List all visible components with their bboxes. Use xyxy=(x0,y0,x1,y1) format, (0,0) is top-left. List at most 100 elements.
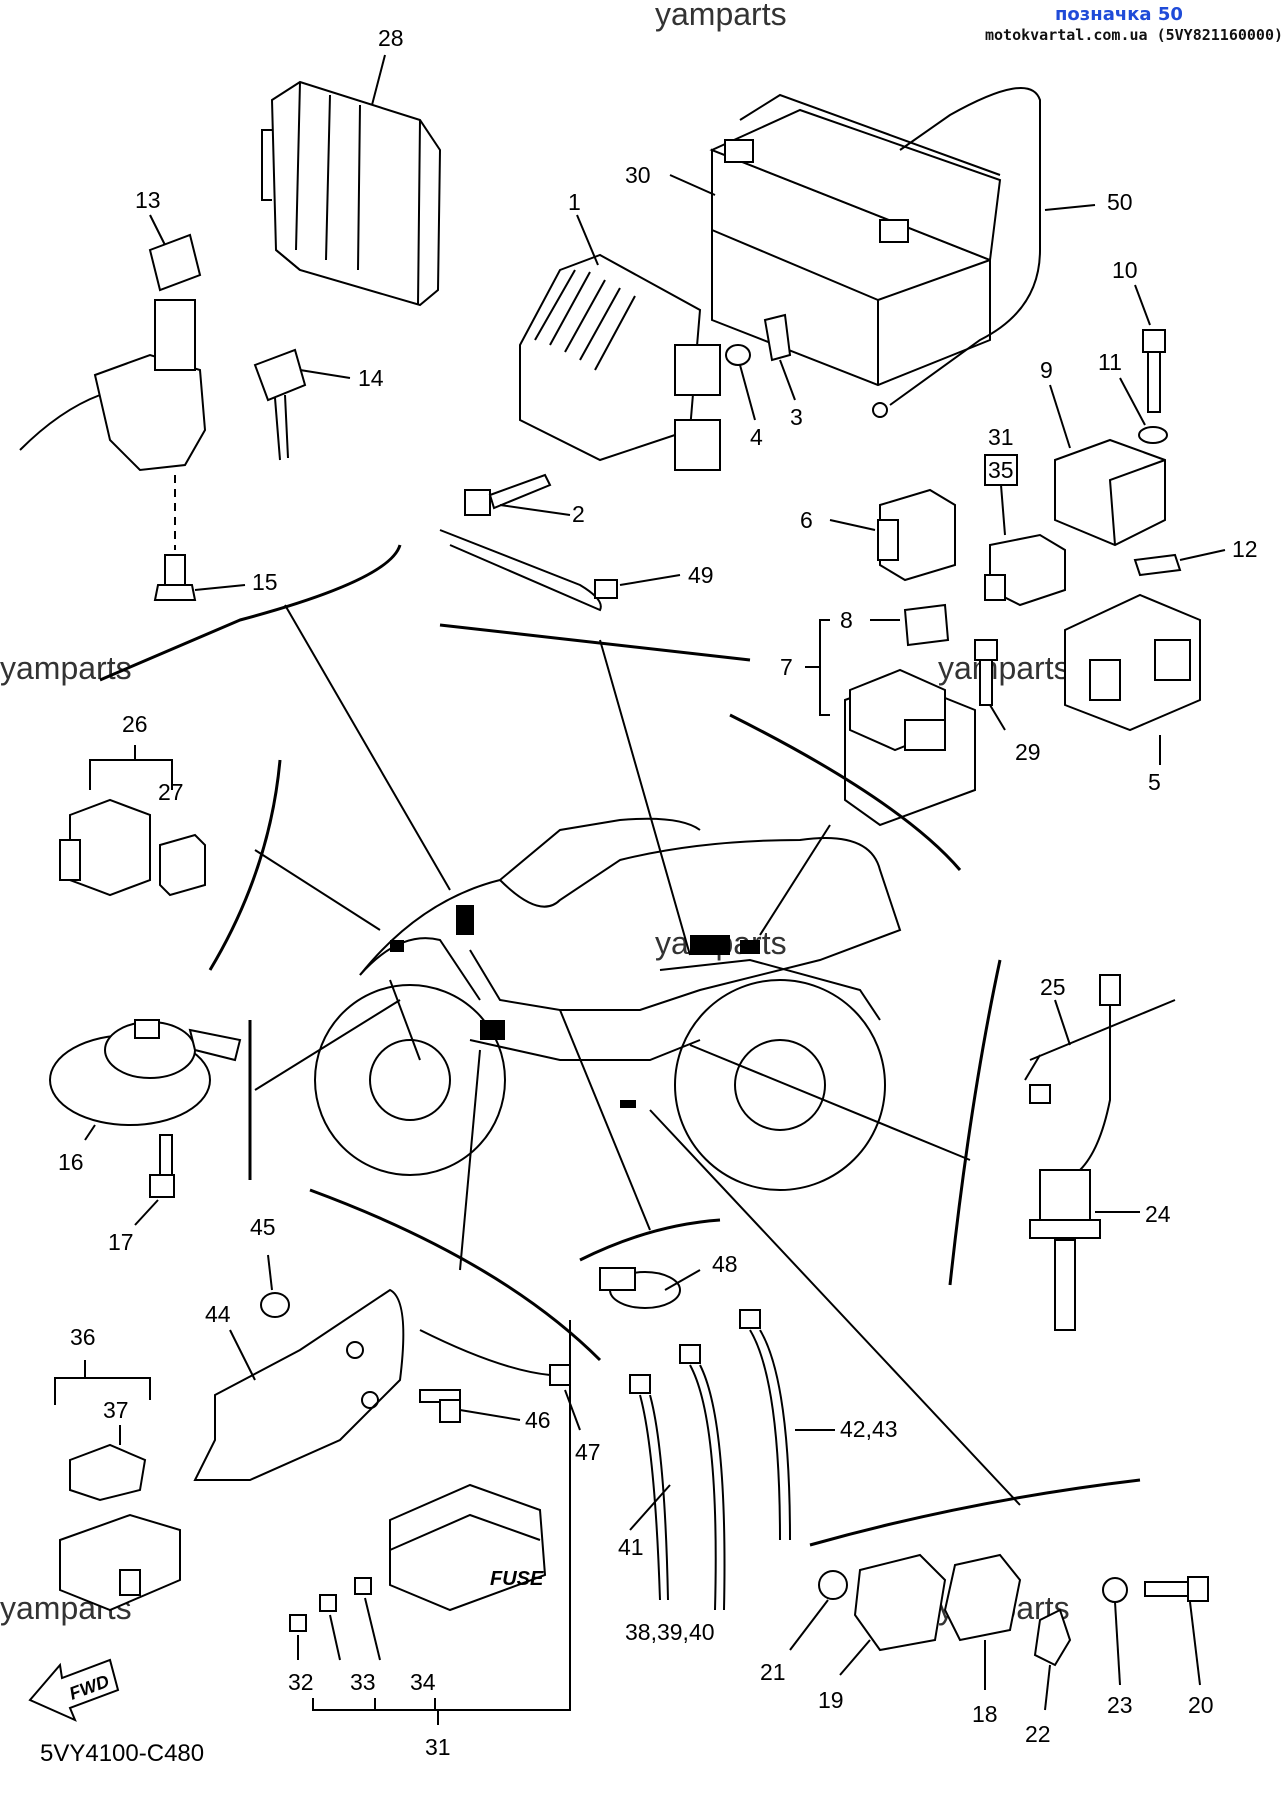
nut-part-21[interactable] xyxy=(818,1570,848,1600)
sensor-part-24[interactable] xyxy=(1029,1169,1101,1331)
callout-8: 8 xyxy=(840,607,853,633)
motorcycle-overview xyxy=(314,817,902,1191)
callout-5: 5 xyxy=(1148,769,1161,795)
callout-10: 10 xyxy=(1112,257,1138,283)
battery-part-30[interactable] xyxy=(709,93,1002,387)
callout-21: 21 xyxy=(760,1659,786,1685)
washer-part-4[interactable] xyxy=(725,344,751,366)
cover-part-22[interactable] xyxy=(1033,1608,1072,1667)
callout-1: 1 xyxy=(568,189,581,215)
callout-25: 25 xyxy=(1040,974,1066,1000)
clip-part-3[interactable] xyxy=(763,313,792,362)
callout-22: 22 xyxy=(1025,1721,1051,1747)
callout-9: 9 xyxy=(1040,357,1053,383)
callout-49: 49 xyxy=(688,562,714,588)
bolt-part-29[interactable] xyxy=(974,639,998,706)
cover-part-27[interactable] xyxy=(159,833,206,897)
wire-part-47[interactable] xyxy=(419,1329,551,1376)
watermark-right: yamparts xyxy=(938,650,1070,686)
fuse-part-33[interactable] xyxy=(319,1594,337,1612)
callout-7: 7 xyxy=(780,654,793,680)
washer-part-11[interactable] xyxy=(1138,426,1168,444)
fuse-part-8[interactable] xyxy=(903,603,950,647)
page-title: позначка 50 xyxy=(1055,4,1183,25)
grommet-part-45[interactable] xyxy=(260,1292,290,1318)
callout-12: 12 xyxy=(1232,536,1258,562)
washer-part-23[interactable] xyxy=(1102,1577,1128,1603)
watermark-top: yamparts xyxy=(655,0,787,32)
bolt-part-17[interactable] xyxy=(149,1134,175,1198)
callout-37: 37 xyxy=(103,1397,129,1423)
flasher-part-9[interactable] xyxy=(1054,438,1166,547)
callout-2: 2 xyxy=(572,501,585,527)
sensor-lead-part-25[interactable] xyxy=(1024,999,1176,1171)
callout-47: 47 xyxy=(575,1439,601,1465)
relay-part-5[interactable] xyxy=(1064,593,1201,732)
callout-33: 33 xyxy=(350,1669,376,1695)
cover-part-37[interactable] xyxy=(69,1443,147,1502)
callout-32: 32 xyxy=(288,1669,314,1695)
cable-ties[interactable] xyxy=(629,1309,791,1611)
fuse-part-32[interactable] xyxy=(289,1614,307,1632)
callout-6: 6 xyxy=(800,507,813,533)
callout-23: 23 xyxy=(1107,1692,1133,1718)
band-part-48[interactable] xyxy=(599,1267,681,1309)
fuse-part-35[interactable] xyxy=(984,533,1066,607)
callout-17: 17 xyxy=(108,1229,134,1255)
bolt-part-2[interactable] xyxy=(464,473,552,516)
callout-45: 45 xyxy=(250,1214,276,1240)
wire-part-49[interactable] xyxy=(439,529,602,612)
relay-part-6[interactable] xyxy=(877,488,956,582)
key-part-14[interactable] xyxy=(253,348,307,461)
fuse-box-label: FUSE xyxy=(490,1568,544,1590)
callout-44: 44 xyxy=(205,1301,231,1327)
callout-31-top: 31 xyxy=(988,424,1014,450)
callout-3: 3 xyxy=(790,404,803,430)
fwd-arrow-icon xyxy=(28,1658,120,1722)
callout-18: 18 xyxy=(972,1701,998,1727)
callout-11: 11 xyxy=(1098,349,1122,375)
callout-38-40: 38,39,40 xyxy=(625,1619,715,1645)
rectifier-part-1[interactable] xyxy=(519,253,721,471)
bolt-part-15[interactable] xyxy=(153,554,197,601)
callout-28: 28 xyxy=(378,25,404,51)
diagram-code: 5VY4100-C480 xyxy=(40,1740,205,1767)
horn-part-16[interactable] xyxy=(49,1019,242,1126)
bolt-part-46[interactable] xyxy=(419,1389,461,1423)
callout-42-43: 42,43 xyxy=(840,1416,898,1442)
callout-30: 30 xyxy=(625,162,651,188)
group-leader-lines xyxy=(99,544,1141,1547)
callout-16: 16 xyxy=(58,1149,84,1175)
callout-14: 14 xyxy=(358,365,384,391)
callout-20: 20 xyxy=(1188,1692,1214,1718)
bolt-part-20[interactable] xyxy=(1144,1576,1209,1602)
starter-relay-part-7[interactable] xyxy=(844,668,976,827)
callout-26: 26 xyxy=(122,711,148,737)
connector-part-36[interactable] xyxy=(59,1513,181,1612)
watermark-left: yamparts xyxy=(0,650,132,686)
callout-35: 35 xyxy=(988,457,1014,483)
callout-27: 27 xyxy=(158,779,184,805)
callout-19: 19 xyxy=(818,1687,844,1713)
fuse-box-part-31[interactable] xyxy=(389,1483,547,1612)
connector-part-25[interactable] xyxy=(1099,974,1121,1006)
bracket-part-12[interactable] xyxy=(1133,553,1182,577)
callout-13: 13 xyxy=(135,187,161,213)
fuse-part-34[interactable] xyxy=(354,1577,372,1595)
bracket-part-19[interactable] xyxy=(853,1553,947,1652)
main-switch-part-13[interactable] xyxy=(19,233,207,472)
callout-34: 34 xyxy=(410,1669,436,1695)
connector-part-26[interactable] xyxy=(59,798,151,897)
bracket-part-44[interactable] xyxy=(193,1288,405,1481)
callout-36: 36 xyxy=(70,1324,96,1350)
ecu-part-28[interactable] xyxy=(261,80,442,307)
callout-31-bottom: 31 xyxy=(425,1734,451,1760)
callout-24: 24 xyxy=(1145,1201,1171,1227)
callout-46: 46 xyxy=(525,1407,551,1433)
sensor-part-18[interactable] xyxy=(943,1553,1022,1642)
battery-cable-part-50[interactable] xyxy=(889,87,1041,406)
bolt-part-10[interactable] xyxy=(1142,329,1166,413)
source-subtitle: motokvartal.com.ua (5VY821160000) xyxy=(985,26,1284,44)
callout-4: 4 xyxy=(750,424,763,450)
